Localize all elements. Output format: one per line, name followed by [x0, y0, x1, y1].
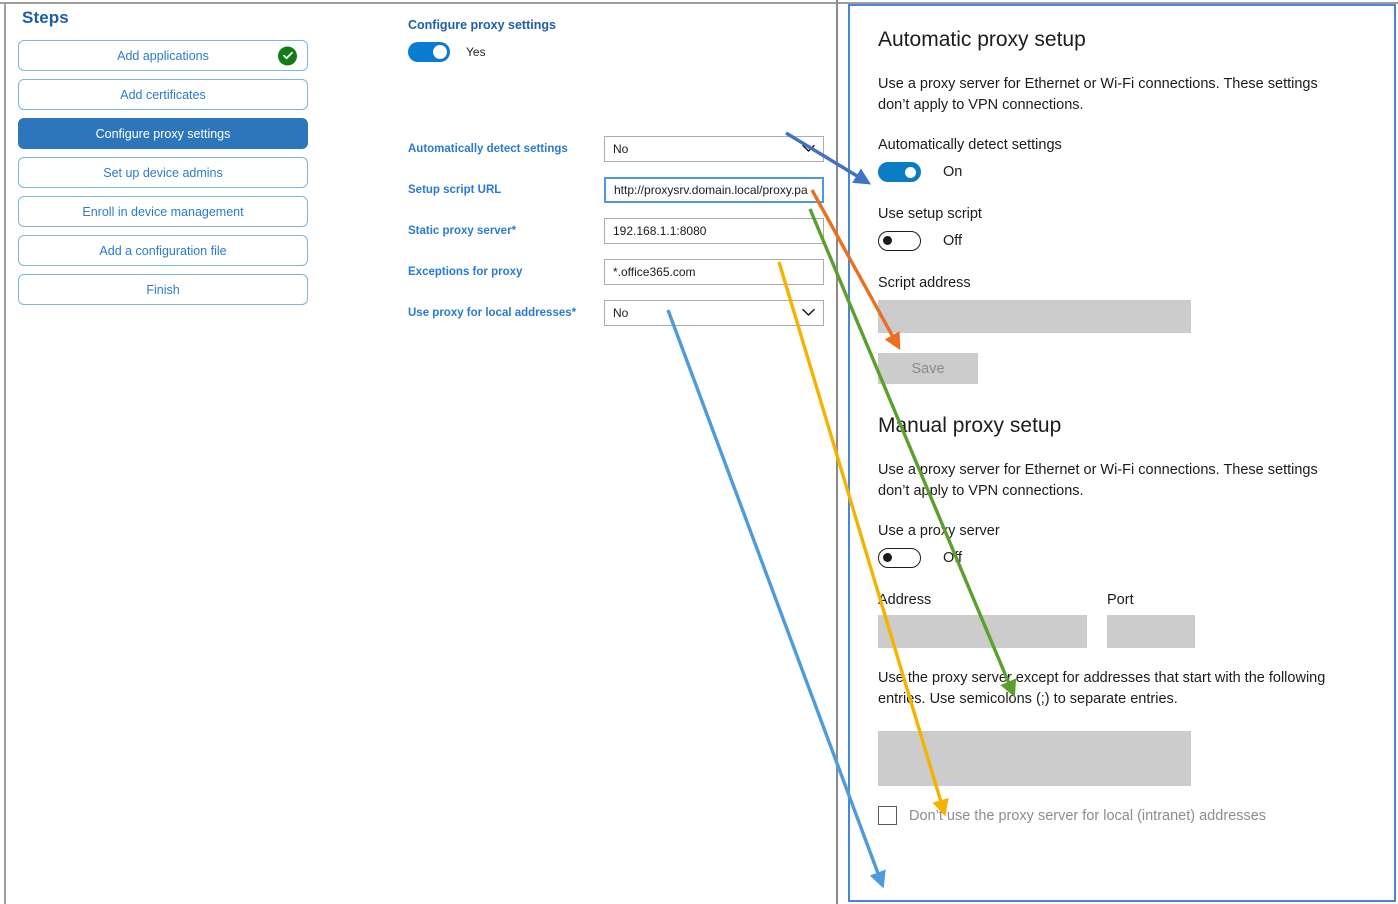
field-label: Exceptions for proxy [408, 266, 522, 278]
use-a-proxy-server-state: Off [943, 550, 963, 567]
field-automatically-detect-settings: Automatically detect settings No [408, 128, 828, 169]
step-item-add-a-configuration-file[interactable]: Add a configuration file [18, 235, 308, 266]
script-address-input[interactable] [878, 300, 1191, 334]
automatic-proxy-setup-description: Use a proxy server for Ethernet or Wi-Fi… [878, 76, 1318, 113]
address-column: Address [878, 592, 1087, 649]
bypass-local-addresses-label: Don’t use the proxy server for local (in… [909, 807, 1267, 824]
save-button[interactable]: Save [878, 353, 978, 385]
step-label: Add a configuration file [99, 243, 227, 258]
input-value: 192.168.1.1:8080 [613, 223, 707, 238]
address-label: Address [878, 592, 932, 609]
input-value: *.office365.com [613, 264, 696, 279]
manual-proxy-setup-description: Use a proxy server for Ethernet or Wi-Fi… [878, 462, 1318, 499]
use-setup-script-label: Use setup script [878, 206, 982, 223]
use-a-proxy-server-toggle[interactable] [878, 548, 921, 569]
step-label: Add certificates [120, 87, 206, 102]
manual-proxy-setup-heading: Manual proxy setup [878, 414, 1062, 438]
select-value: No [613, 305, 629, 320]
use-setup-script-state: Off [943, 233, 963, 250]
input-value: http://proxysrv.domain.local/proxy.pa [614, 182, 808, 197]
exceptions-for-proxy-input[interactable]: *.office365.com [604, 258, 824, 285]
required-marker: * [511, 224, 517, 237]
configure-proxy-toggle-row: Yes [408, 42, 828, 62]
automatically-detect-settings-label: Automatically detect settings [878, 137, 1062, 154]
window-top-border [0, 2, 1398, 4]
chevron-down-icon [802, 306, 815, 320]
required-marker: * [571, 306, 577, 319]
chevron-down-icon [802, 142, 815, 156]
proxy-form-fields: Automatically detect settings No Setup s… [408, 128, 828, 333]
field-label-text: Static proxy server [408, 224, 512, 237]
field-label-text: Setup script URL [408, 183, 502, 196]
configure-proxy-toggle-value: Yes [466, 45, 486, 59]
bypass-local-addresses-row: Don’t use the proxy server for local (in… [878, 806, 1364, 826]
toggle-knob [433, 45, 447, 59]
field-label: Automatically detect settings [408, 143, 568, 155]
proxy-exceptions-input[interactable] [878, 731, 1191, 787]
static-proxy-server-input[interactable]: 192.168.1.1:8080 [604, 217, 824, 244]
port-column: Port [1107, 592, 1195, 649]
port-label: Port [1107, 592, 1134, 609]
step-label: Add applications [117, 48, 209, 63]
use-a-proxy-server-row: Off [878, 548, 1364, 569]
use-setup-script-toggle[interactable] [878, 231, 921, 252]
script-address-label: Script address [878, 275, 971, 292]
proxy-form-panel: Configure proxy settings Yes [408, 18, 828, 70]
port-input[interactable] [1107, 615, 1195, 649]
configure-proxy-toggle[interactable] [408, 42, 450, 62]
proxy-exceptions-description: Use the proxy server except for addresse… [878, 670, 1326, 707]
window-left-border [4, 4, 6, 904]
step-label: Enroll in device management [82, 204, 244, 219]
step-item-set-up-device-admins[interactable]: Set up device admins [18, 157, 308, 188]
address-input[interactable] [878, 615, 1087, 649]
step-label: Set up device admins [103, 165, 223, 180]
use-a-proxy-server-label: Use a proxy server [878, 523, 1000, 540]
steps-panel: Steps Add applications Add certificates … [18, 8, 308, 313]
field-label: Setup script URL [408, 184, 501, 196]
step-item-configure-proxy-settings[interactable]: Configure proxy settings [18, 118, 308, 149]
check-circle-icon [278, 46, 297, 65]
select-value: No [613, 141, 629, 156]
step-item-add-applications[interactable]: Add applications [18, 40, 308, 71]
steps-title: Steps [22, 8, 69, 27]
automatic-proxy-setup-heading: Automatic proxy setup [878, 28, 1086, 51]
field-label: Use proxy for local addresses* [408, 307, 576, 319]
automatically-detect-settings-row: On [878, 162, 1364, 183]
field-setup-script-url: Setup script URL http://proxysrv.domain.… [408, 169, 828, 210]
toggle-knob [883, 236, 892, 246]
field-label-text: Use proxy for local addresses [408, 306, 572, 319]
address-port-row: Address Port [878, 592, 1364, 649]
automatically-detect-settings-toggle[interactable] [878, 162, 921, 183]
field-label: Static proxy server* [408, 225, 516, 237]
automatically-detect-settings-state: On [943, 164, 963, 181]
automatically-detect-settings-select[interactable]: No [604, 135, 824, 162]
field-exceptions-for-proxy: Exceptions for proxy *.office365.com [408, 251, 828, 292]
panel-divider [836, 0, 838, 904]
step-item-add-certificates[interactable]: Add certificates [18, 79, 308, 110]
setup-script-url-input[interactable]: http://proxysrv.domain.local/proxy.pa [604, 176, 824, 203]
step-label: Configure proxy settings [95, 126, 231, 141]
field-use-proxy-for-local-addresses: Use proxy for local addresses* No [408, 292, 828, 333]
use-setup-script-row: Off [878, 231, 1364, 252]
step-item-enroll-in-device-management[interactable]: Enroll in device management [18, 196, 308, 227]
field-static-proxy-server: Static proxy server* 192.168.1.1:8080 [408, 210, 828, 251]
field-label-text: Automatically detect settings [408, 142, 568, 155]
field-label-text: Exceptions for proxy [408, 265, 523, 278]
bypass-local-addresses-checkbox[interactable] [878, 806, 897, 826]
toggle-knob [883, 553, 892, 563]
windows-proxy-settings-panel: Automatic proxy setup Use a proxy server… [848, 4, 1396, 902]
use-proxy-for-local-addresses-select[interactable]: No [604, 299, 824, 326]
form-heading: Configure proxy settings [408, 18, 556, 32]
step-item-finish[interactable]: Finish [18, 274, 308, 305]
toggle-knob [905, 167, 916, 179]
step-label: Finish [146, 282, 180, 297]
